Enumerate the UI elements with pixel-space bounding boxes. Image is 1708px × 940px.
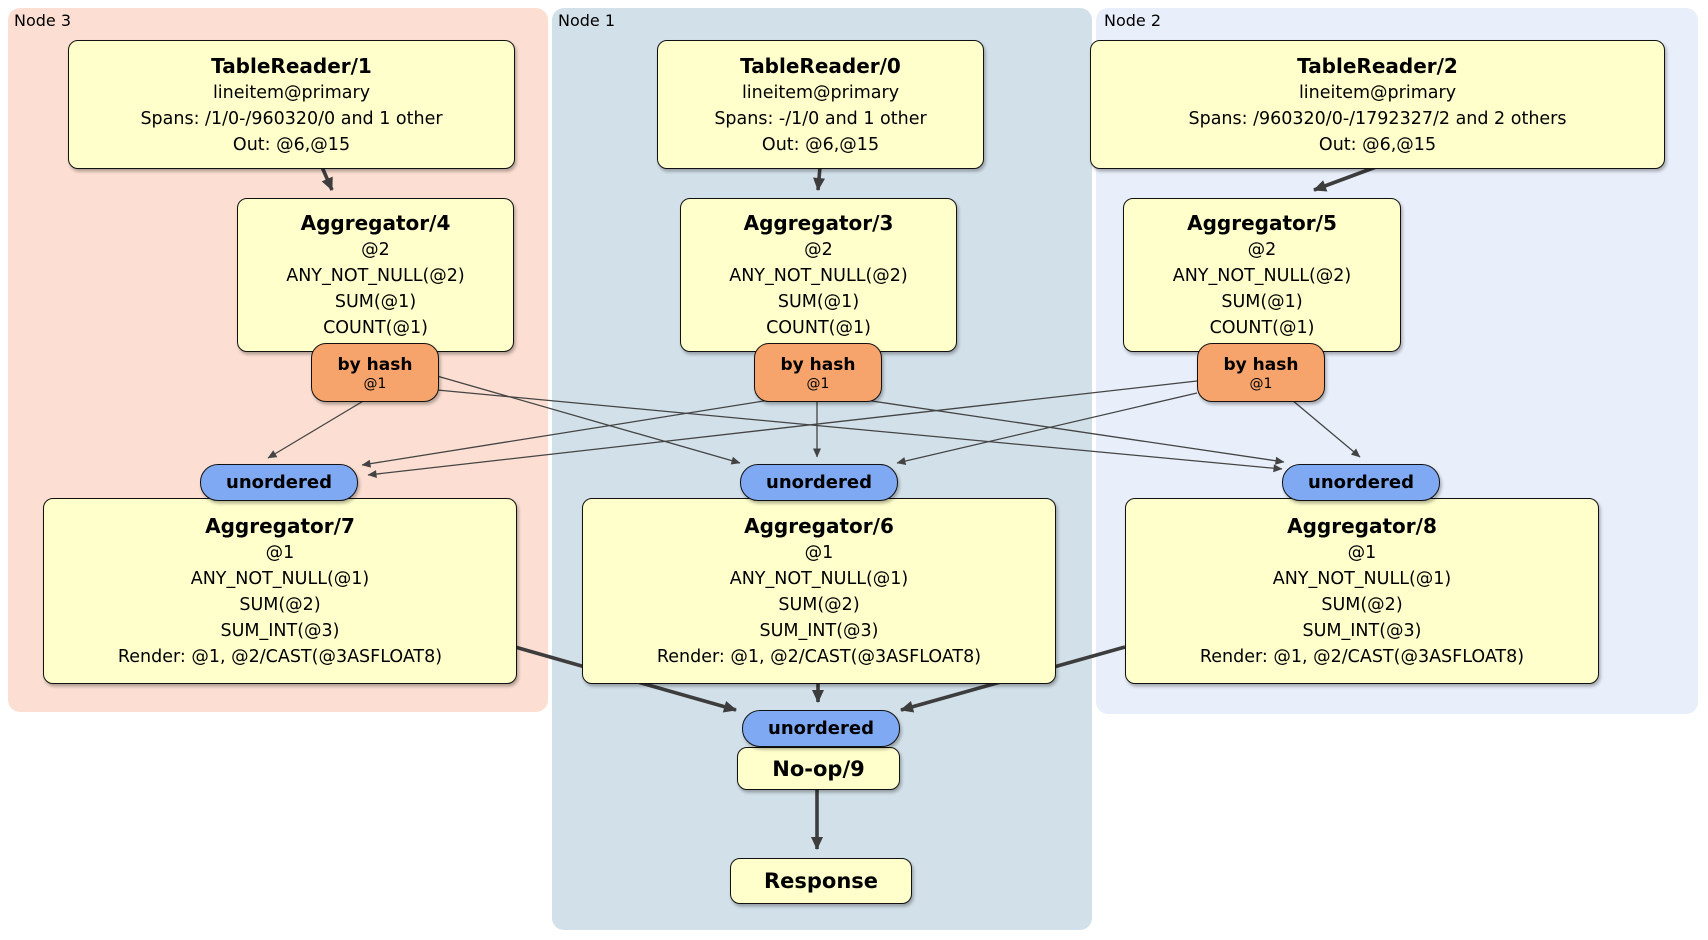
processor-detail: ANY_NOT_NULL(@1) — [729, 569, 909, 589]
processor-detail: Render: @1, @2/CAST(@3ASFLOAT8) — [1199, 647, 1525, 667]
processor-title: TableReader/0 — [740, 53, 901, 78]
processor-detail: Spans: /960320/0-/1792327/2 and 2 others — [1188, 108, 1567, 129]
processor-detail: Out: @6,@15 — [1318, 134, 1437, 155]
processor-title: Aggregator/4 — [300, 211, 451, 235]
processor-title: TableReader/2 — [1297, 53, 1458, 78]
hash-router-node1: by hash @1 — [754, 343, 882, 402]
aggregator-7-box: Aggregator/7 @1 ANY_NOT_NULL(@1) SUM(@2)… — [43, 498, 517, 684]
aggregator-5-box: Aggregator/5 @2 ANY_NOT_NULL(@2) SUM(@1)… — [1123, 198, 1401, 352]
processor-detail: ANY_NOT_NULL(@1) — [190, 569, 370, 589]
processor-detail: Render: @1, @2/CAST(@3ASFLOAT8) — [117, 647, 443, 667]
tablereader-0-box: TableReader/0 lineitem@primary Spans: -/… — [657, 40, 984, 169]
processor-detail: SUM(@1) — [1221, 292, 1303, 312]
processor-detail: Out: @6,@15 — [761, 134, 880, 155]
hash-router-node3: by hash @1 — [311, 343, 439, 402]
processor-detail: COUNT(@1) — [1209, 318, 1315, 338]
processor-detail: Render: @1, @2/CAST(@3ASFLOAT8) — [656, 647, 982, 667]
processor-detail: ANY_NOT_NULL(@2) — [286, 266, 465, 286]
aggregator-6-box: Aggregator/6 @1 ANY_NOT_NULL(@1) SUM(@2)… — [582, 498, 1056, 684]
aggregator-4-box: Aggregator/4 @2 ANY_NOT_NULL(@2) SUM(@1)… — [237, 198, 514, 352]
processor-detail: SUM_INT(@3) — [759, 621, 879, 641]
node3-label: Node 3 — [14, 11, 72, 30]
processor-detail: SUM_INT(@3) — [1302, 621, 1422, 641]
tablereader-1-box: TableReader/1 lineitem@primary Spans: /1… — [68, 40, 515, 169]
processor-title: TableReader/1 — [211, 53, 372, 78]
processor-title: Aggregator/3 — [743, 211, 894, 235]
noop-box: No-op/9 — [737, 747, 900, 790]
response-box: Response — [730, 858, 912, 904]
processor-detail: SUM(@1) — [777, 292, 860, 312]
router-key: @1 — [363, 375, 387, 392]
unordered-sync-node1: unordered — [740, 464, 898, 501]
processor-title: Aggregator/5 — [1187, 211, 1337, 235]
router-label: by hash — [780, 354, 856, 375]
router-key: @1 — [806, 375, 830, 392]
processor-detail: lineitem@primary — [212, 82, 371, 103]
processor-detail: ANY_NOT_NULL(@2) — [729, 266, 908, 286]
tablereader-2-box: TableReader/2 lineitem@primary Spans: /9… — [1090, 40, 1665, 169]
processor-detail: SUM(@2) — [1321, 595, 1403, 615]
router-label: by hash — [1223, 354, 1299, 375]
processor-detail: @1 — [265, 543, 295, 563]
node1-label: Node 1 — [558, 11, 616, 30]
processor-detail: @1 — [804, 543, 834, 563]
processor-detail: Spans: /1/0-/960320/0 and 1 other — [140, 108, 443, 129]
processor-detail: SUM(@2) — [239, 595, 321, 615]
processor-detail: @1 — [1347, 543, 1377, 563]
hash-router-node2: by hash @1 — [1197, 343, 1325, 402]
processor-detail: @2 — [804, 240, 833, 260]
processor-detail: ANY_NOT_NULL(@2) — [1172, 266, 1352, 286]
processor-detail: SUM_INT(@3) — [220, 621, 340, 641]
processor-detail: ANY_NOT_NULL(@1) — [1272, 569, 1452, 589]
processor-detail: @2 — [1247, 240, 1277, 260]
router-label: by hash — [337, 354, 413, 375]
processor-title: Aggregator/7 — [205, 514, 355, 538]
unordered-sync-node2: unordered — [1282, 464, 1440, 501]
processor-detail: COUNT(@1) — [766, 318, 871, 338]
processor-detail: COUNT(@1) — [323, 318, 428, 338]
processor-detail: SUM(@1) — [334, 292, 417, 312]
processor-title: Aggregator/8 — [1287, 514, 1437, 538]
processor-detail: lineitem@primary — [741, 82, 900, 103]
processor-detail: SUM(@2) — [778, 595, 860, 615]
unordered-sync-node3: unordered — [200, 464, 358, 501]
processor-detail: Out: @6,@15 — [232, 134, 351, 155]
processor-detail: @2 — [361, 240, 390, 260]
node2-label: Node 2 — [1104, 11, 1162, 30]
aggregator-8-box: Aggregator/8 @1 ANY_NOT_NULL(@1) SUM(@2)… — [1125, 498, 1599, 684]
aggregator-3-box: Aggregator/3 @2 ANY_NOT_NULL(@2) SUM(@1)… — [680, 198, 957, 352]
processor-title: Aggregator/6 — [744, 514, 894, 538]
router-key: @1 — [1249, 375, 1273, 392]
processor-detail: lineitem@primary — [1298, 82, 1457, 103]
unordered-sync-final: unordered — [742, 710, 900, 747]
processor-detail: Spans: -/1/0 and 1 other — [714, 108, 927, 129]
